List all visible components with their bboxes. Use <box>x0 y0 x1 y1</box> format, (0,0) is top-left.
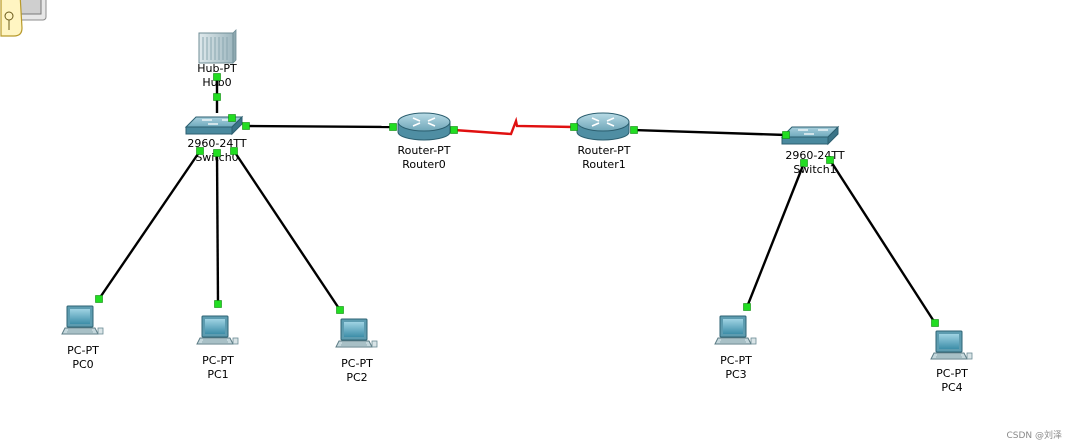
port-status-light <box>213 149 221 157</box>
device-router1[interactable]: Router-PT Router1 <box>576 112 631 171</box>
hub-icon <box>198 29 237 64</box>
port-status-light <box>336 306 344 314</box>
port-status-light <box>630 126 638 134</box>
pc-icon <box>930 330 973 360</box>
router1-name-label: Router1 <box>582 158 625 171</box>
device-pc3[interactable]: PC-PT PC3 <box>714 315 757 381</box>
switch-icon <box>781 126 839 145</box>
pc0-name-label: PC0 <box>72 358 93 371</box>
port-status-light <box>213 73 221 81</box>
port-status-light <box>196 147 204 155</box>
link-switch0-pc1[interactable] <box>215 152 220 305</box>
router-icon <box>397 112 451 141</box>
port-status-light <box>800 159 808 167</box>
port-status-light <box>782 131 790 139</box>
watermark-text: CSDN @刘泽 <box>1006 429 1062 441</box>
hub0-name-label: Hub0 <box>202 76 231 89</box>
port-status-light <box>570 123 578 131</box>
link-switch0-pc0[interactable] <box>98 150 201 300</box>
pc-icon <box>714 315 757 345</box>
pc3-model-label: PC-PT <box>720 354 752 367</box>
port-status-light <box>931 319 939 327</box>
pc2-model-label: PC-PT <box>341 357 373 370</box>
port-status-light <box>450 126 458 134</box>
router1-model-label: Router-PT <box>577 144 630 157</box>
device-pc4[interactable]: PC-PT PC4 <box>930 330 973 394</box>
port-status-light <box>242 122 250 130</box>
link-switch0-router0[interactable] <box>245 124 394 129</box>
pc4-name-label: PC4 <box>941 381 962 394</box>
port-status-light <box>95 295 103 303</box>
corner-toolbar-thumbnail[interactable] <box>0 0 47 37</box>
pc-icon <box>61 305 104 335</box>
device-hub0[interactable]: Hub-PT Hub0 <box>197 29 237 89</box>
device-pc0[interactable]: PC-PT PC0 <box>61 305 104 371</box>
pc2-name-label: PC2 <box>346 371 367 384</box>
pc-icon <box>335 318 378 348</box>
hub0-model-label: Hub-PT <box>197 62 237 75</box>
switch1-name-label: Switch1 <box>793 163 836 176</box>
device-pc2[interactable]: PC-PT PC2 <box>335 318 378 384</box>
pc1-name-label: PC1 <box>207 368 228 381</box>
link-switch1-pc4[interactable] <box>828 159 937 324</box>
port-status-light <box>228 114 236 122</box>
port-status-layer <box>95 73 939 327</box>
device-pc1[interactable]: PC-PT PC1 <box>196 315 239 381</box>
router0-name-label: Router0 <box>402 158 445 171</box>
switch0-name-label: Switch0 <box>195 151 238 164</box>
device-switch1[interactable]: 2960-24TT Switch1 <box>781 126 845 176</box>
port-status-light <box>743 303 751 311</box>
link-switch1-pc3[interactable] <box>745 162 806 308</box>
switch1-model-label: 2960-24TT <box>785 149 844 162</box>
pc-icon <box>196 315 239 345</box>
port-status-light <box>389 123 397 131</box>
pc3-name-label: PC3 <box>725 368 746 381</box>
device-switch0[interactable]: 2960-24TT Switch0 <box>185 116 247 164</box>
link-router1-switch1[interactable] <box>632 128 787 137</box>
pc0-model-label: PC-PT <box>67 344 99 357</box>
router0-model-label: Router-PT <box>397 144 450 157</box>
link-router0-router1-serial[interactable] <box>453 116 575 136</box>
device-router0[interactable]: Router-PT Router0 <box>397 112 451 171</box>
links-layer <box>98 77 937 324</box>
pc1-model-label: PC-PT <box>202 354 234 367</box>
port-status-light <box>826 156 834 164</box>
port-status-light <box>214 300 222 308</box>
link-switch0-pc2[interactable] <box>233 150 341 311</box>
router-icon <box>576 112 630 141</box>
pc4-model-label: PC-PT <box>936 367 968 380</box>
port-status-light <box>213 93 221 101</box>
port-status-light <box>230 147 238 155</box>
switch0-model-label: 2960-24TT <box>187 137 246 150</box>
